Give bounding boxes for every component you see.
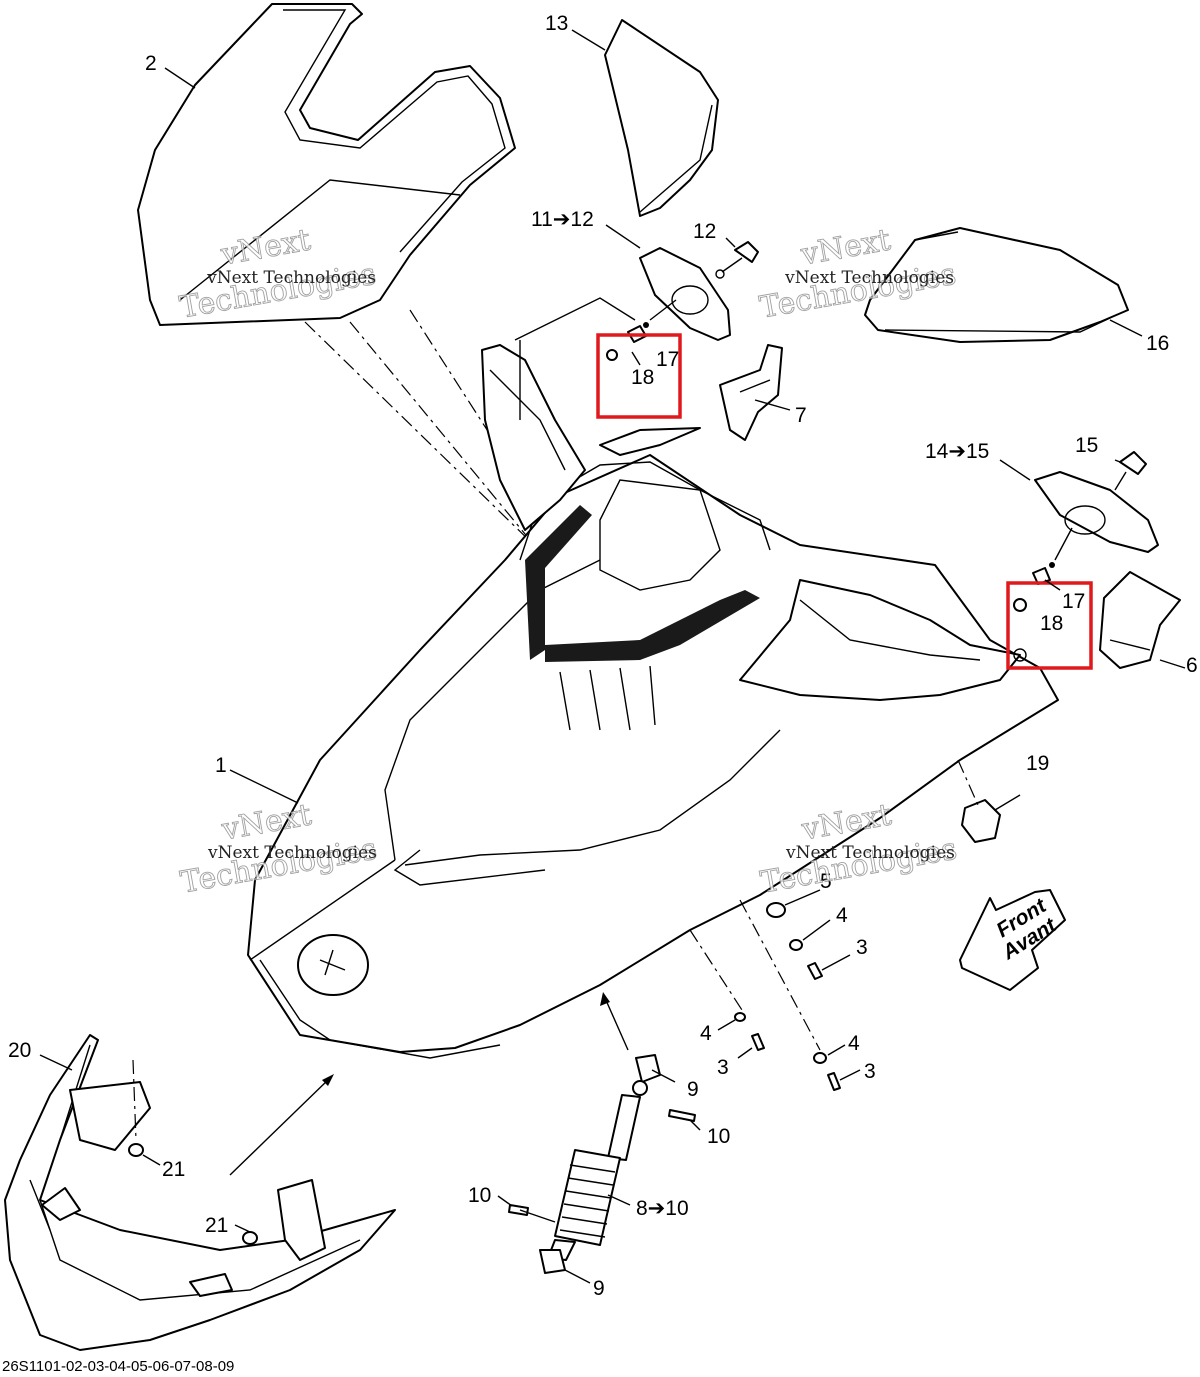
ball-joint-part-9a	[632, 1054, 661, 1096]
callout-16: 16	[1146, 332, 1169, 355]
callout-13: 13	[545, 12, 568, 35]
callout-1: 1	[215, 754, 227, 777]
watermark-company-4: vNext Technologies	[785, 843, 955, 863]
watermark-company-3: vNext Technologies	[207, 843, 377, 863]
callout-19: 19	[1026, 752, 1049, 775]
callout-21-a: 21	[162, 1158, 185, 1181]
callout-10-a: 10	[707, 1125, 730, 1148]
bracket-part-6	[1099, 571, 1181, 669]
callout-4-c: 4	[848, 1032, 860, 1055]
push-nut-part-21a	[128, 1059, 144, 1157]
callout-8-10: 8➔10	[636, 1197, 689, 1220]
callout-4-b: 4	[700, 1022, 712, 1045]
callout-5: 5	[820, 870, 832, 893]
callout-15: 15	[1075, 434, 1098, 457]
side-panel-part-13	[604, 19, 719, 217]
highlight-box-upper	[596, 333, 682, 419]
callout-2: 2	[145, 52, 157, 75]
watermark-company-2: vNext Technologies	[784, 268, 954, 288]
watermark-brand-2a: vNext	[798, 223, 894, 273]
pin-part-10b	[508, 1204, 529, 1216]
nut-part-17-18-upper	[606, 325, 647, 361]
callout-9-a: 9	[687, 1078, 699, 1101]
callout-3-a: 3	[856, 936, 868, 959]
mirror-right-part-14-15	[1034, 471, 1159, 568]
callout-18-lower: 18	[1040, 612, 1063, 635]
mirror-knob-part-12	[715, 241, 759, 279]
reference-code: 26S1101-02-03-04-05-06-07-08-09	[2, 1358, 234, 1375]
mirror-knob-part-15	[1114, 451, 1147, 491]
callout-21-b: 21	[205, 1214, 228, 1237]
inner-tray-right	[739, 579, 1027, 701]
callout-18-upper: 18	[631, 366, 654, 389]
callout-11-12: 11➔12	[531, 208, 594, 231]
nut-part-17-18-lower	[1013, 567, 1051, 612]
hood-part-1	[247, 454, 1059, 1059]
callout-17-upper: 17	[656, 348, 679, 371]
leader-lines	[39, 29, 1186, 1284]
bracket-part-7	[719, 344, 783, 441]
side-panel-part-16	[864, 227, 1129, 343]
callout-3-c: 3	[864, 1060, 876, 1083]
callout-10-b: 10	[468, 1184, 491, 1207]
callout-14-15: 14➔15	[925, 440, 989, 463]
callout-7: 7	[795, 404, 807, 427]
bumper-part-20	[4, 1034, 396, 1351]
callout-9-b: 9	[593, 1277, 605, 1300]
ball-joint-part-9b	[539, 1249, 566, 1274]
front-direction-arrow: Front Avant	[959, 889, 1066, 991]
watermark-company-1: vNext Technologies	[206, 268, 376, 288]
shock-part-8	[547, 1094, 641, 1261]
push-nut-part-21b	[242, 1231, 258, 1245]
windshield-part-2	[137, 3, 516, 326]
callout-17-lower: 17	[1062, 590, 1085, 613]
callout-6: 6	[1186, 654, 1198, 677]
callout-3-b: 3	[717, 1056, 729, 1079]
callout-labels: 2 13 11➔12 12 16 17 18 7 14➔15 15 17 18 …	[8, 12, 1198, 1300]
pin-part-10a	[668, 1109, 696, 1122]
clip-part-19	[957, 759, 1001, 843]
mirror-left-part-11-12	[639, 247, 731, 341]
callout-20: 20	[8, 1039, 31, 1062]
callout-4-a: 4	[836, 904, 848, 927]
fasteners-group	[689, 899, 841, 1091]
inner-panel-left	[481, 344, 701, 531]
callout-12: 12	[693, 220, 716, 243]
